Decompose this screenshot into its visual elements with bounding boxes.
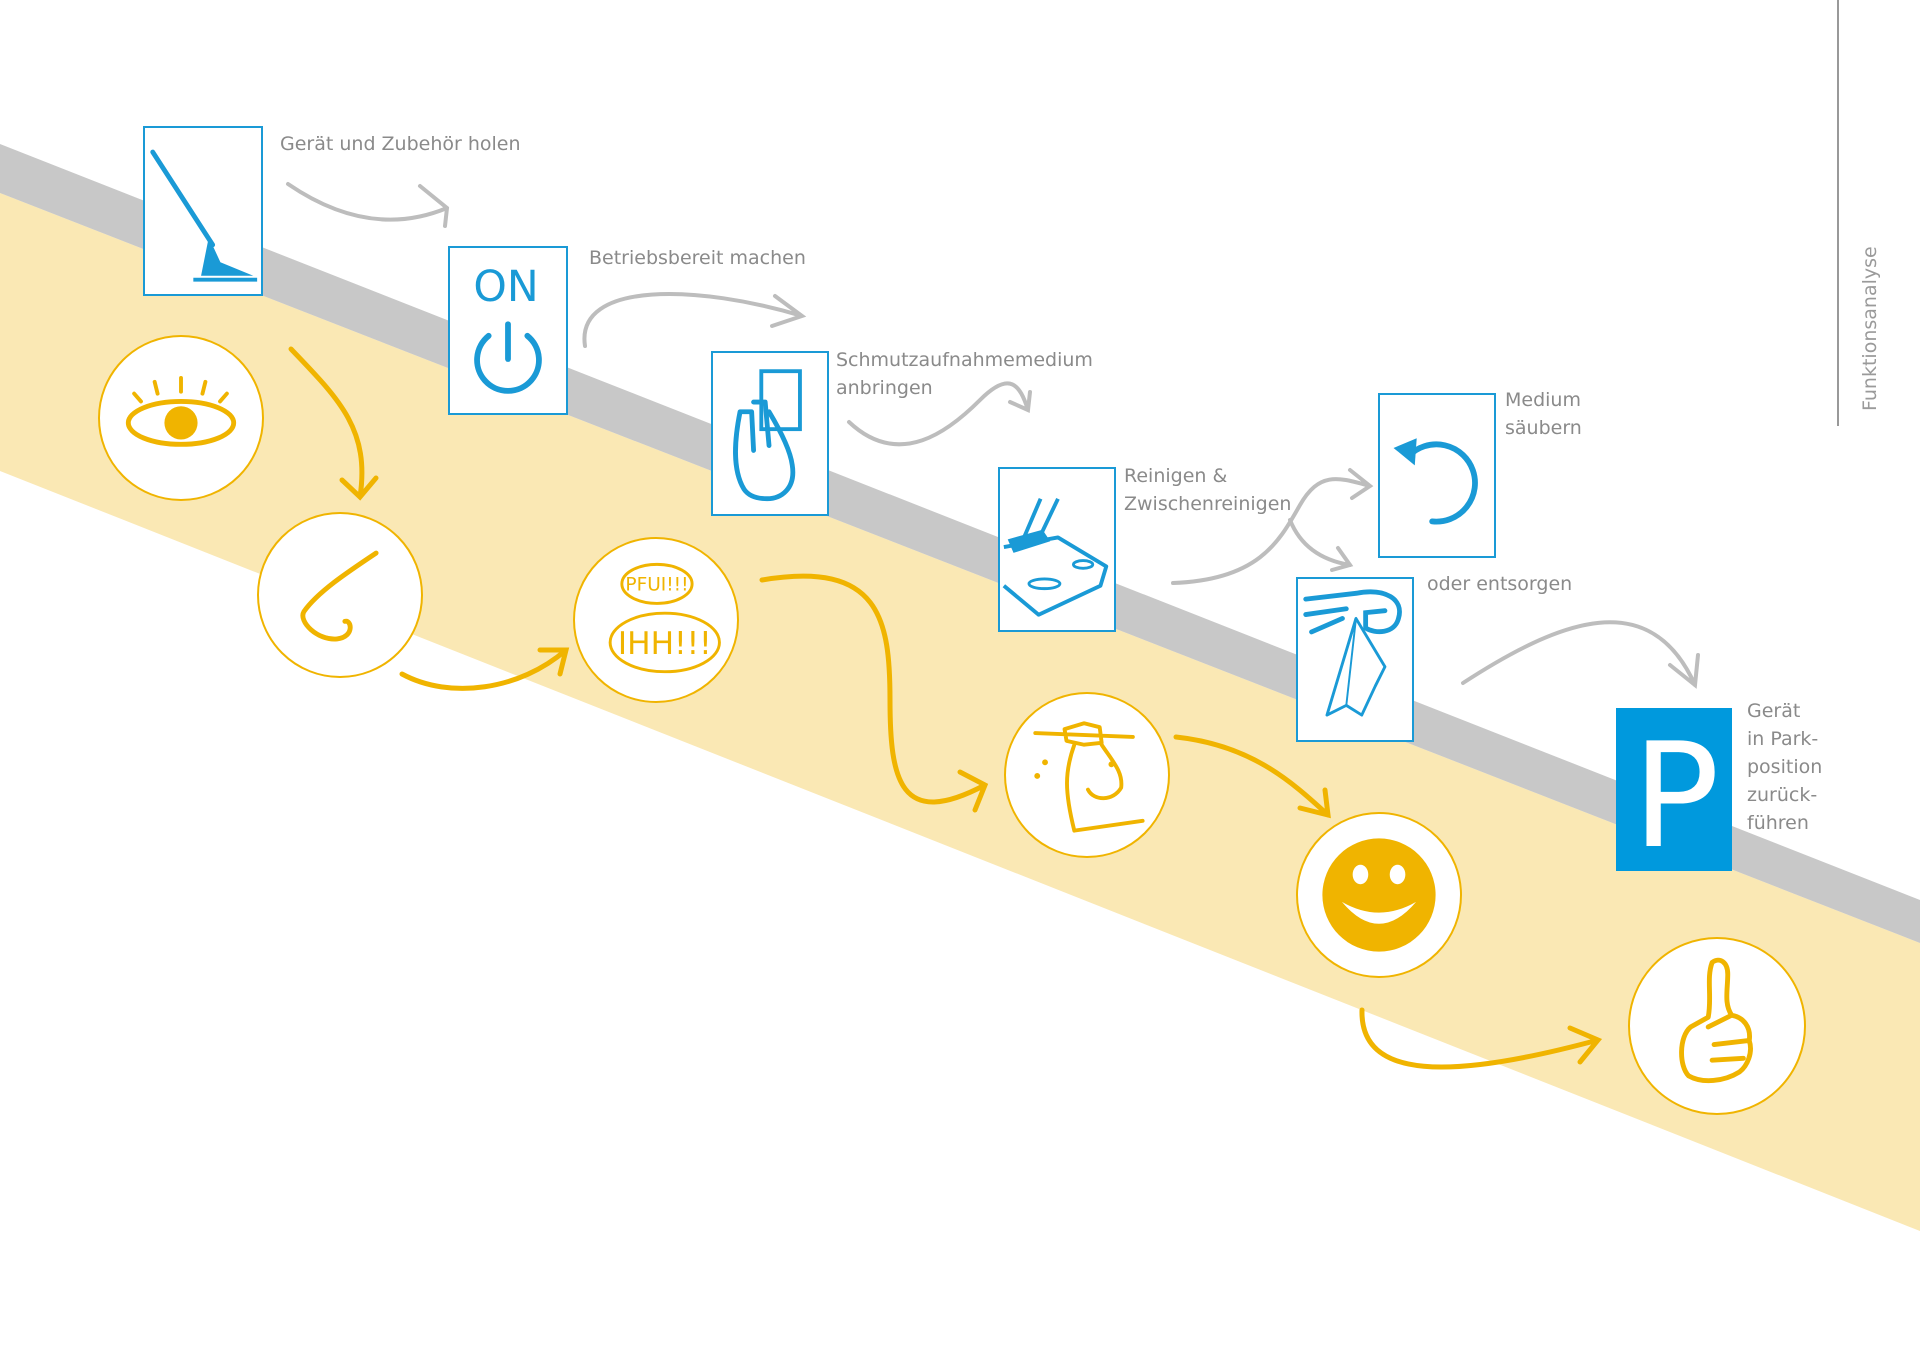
nose-icon bbox=[300, 550, 379, 642]
arrow-step3-4 bbox=[847, 381, 1032, 447]
arrow-emotion5-6 bbox=[1359, 1007, 1603, 1070]
emotion-effort bbox=[1004, 692, 1170, 858]
step-label-park: Gerät in Park- position zurück- führen bbox=[1747, 700, 1823, 834]
eye-icon bbox=[125, 376, 237, 447]
emotion-see bbox=[98, 335, 264, 501]
hand-attach-pad-icon bbox=[733, 369, 802, 502]
mop-icon bbox=[150, 149, 258, 282]
step-label-power-on: Betriebsbereit machen bbox=[589, 247, 806, 269]
side-title: Funktionsanalyse bbox=[1859, 246, 1881, 411]
speech-bubbles-icon: PFUI!!! IHH!!! bbox=[608, 562, 721, 674]
gray-arrows bbox=[286, 182, 1700, 689]
cleaning-icon bbox=[1002, 497, 1109, 617]
step-box-power-on: ON bbox=[448, 246, 568, 415]
arrow-step4-6 bbox=[1288, 518, 1354, 572]
arrow-step1-2 bbox=[286, 182, 450, 228]
step-label-dispose: oder entsorgen bbox=[1427, 573, 1573, 595]
arrow-emotion3-4 bbox=[759, 573, 989, 813]
step-box-clean bbox=[998, 467, 1116, 632]
thumbs-up-icon bbox=[1679, 957, 1753, 1084]
yellow-band bbox=[0, 193, 1920, 1231]
arrow-emotion2-3 bbox=[399, 647, 570, 691]
step-box-attach-medium bbox=[711, 351, 829, 516]
svg-text:IHH!!!: IHH!!! bbox=[618, 626, 712, 662]
step-label-clean-medium: Medium säubern bbox=[1505, 389, 1582, 439]
arrow-step6-7 bbox=[1461, 620, 1700, 689]
step-box-get-device bbox=[143, 126, 263, 296]
svg-text:P: P bbox=[1632, 713, 1719, 869]
emotion-happy bbox=[1296, 812, 1462, 978]
step-label-get-device: Gerät und Zubehör holen bbox=[280, 133, 521, 155]
refresh-icon bbox=[1393, 438, 1478, 525]
emotion-disgust: PFUI!!! IHH!!! bbox=[573, 537, 739, 703]
arrow-emotion4-5 bbox=[1173, 734, 1331, 819]
step-box-park: P bbox=[1616, 708, 1732, 871]
yellow-arrows bbox=[288, 346, 1603, 1070]
strong-arm-icon bbox=[1033, 721, 1145, 833]
arrow-step2-3 bbox=[582, 292, 807, 348]
emotion-smell bbox=[257, 512, 423, 678]
step-box-dispose bbox=[1296, 577, 1414, 742]
emotion-satisfied bbox=[1628, 937, 1806, 1115]
smiley-icon bbox=[1322, 838, 1436, 952]
arrow-step4-5 bbox=[1171, 468, 1374, 585]
arrow-emotion1-2 bbox=[288, 346, 379, 501]
step-label-clean: Reinigen & Zwischenreinigen bbox=[1124, 465, 1292, 515]
side-divider bbox=[1837, 0, 1839, 426]
step-box-clean-medium bbox=[1378, 393, 1496, 558]
dispose-icon bbox=[1303, 589, 1402, 717]
power-on-icon: ON bbox=[473, 263, 542, 394]
svg-text:PFUI!!!: PFUI!!! bbox=[625, 575, 688, 596]
svg-text:ON: ON bbox=[473, 263, 538, 312]
parking-icon: P bbox=[1632, 713, 1719, 869]
step-label-attach-medium: Schmutzaufnahmemedium anbringen bbox=[836, 349, 1093, 399]
